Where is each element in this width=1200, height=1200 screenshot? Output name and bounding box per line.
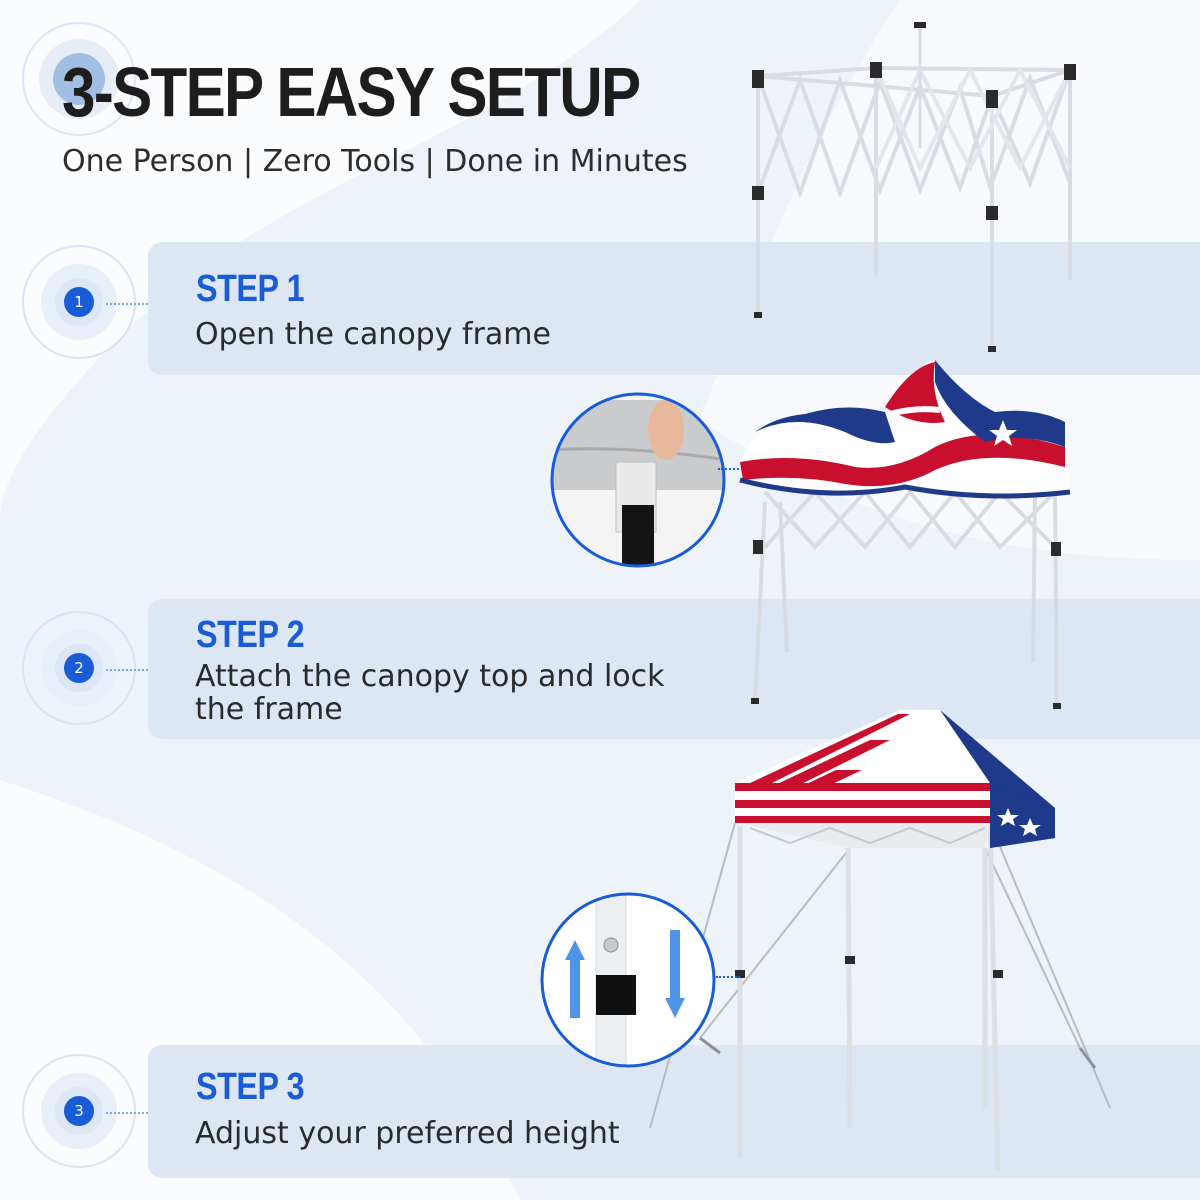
step-3-number: 3	[64, 1096, 94, 1126]
flag-canopy-illustration-icon	[739, 360, 1071, 709]
page-title: 3-STEP EASY SETUP	[62, 53, 641, 131]
finished-canopy-illustration-icon	[649, 710, 1111, 1171]
title-decoration-icon	[22, 22, 136, 136]
height-adjust-zoom-icon	[540, 892, 716, 1068]
step-2-connector	[106, 669, 148, 671]
step-3-bullet: 3	[20, 1052, 138, 1170]
step-1-label: STEP 1	[196, 268, 305, 310]
step-1-connector	[106, 303, 148, 305]
step-1-bullet: 1	[20, 243, 138, 361]
step-2-number: 2	[64, 653, 94, 683]
step-2-label: STEP 2	[196, 614, 305, 656]
step-2-bullet: 2	[20, 609, 138, 727]
step-1-number: 1	[64, 287, 94, 317]
step-1-description: Open the canopy frame	[195, 317, 551, 352]
velcro-strap-zoom-icon	[550, 392, 726, 568]
step-2-panel	[148, 599, 1200, 739]
step-3-description: Adjust your preferred height	[195, 1116, 620, 1151]
step-3-label: STEP 3	[196, 1066, 305, 1108]
step-3-panel	[148, 1045, 1200, 1178]
page-subtitle: One Person | Zero Tools | Done in Minute…	[62, 144, 688, 179]
step-1-panel	[148, 242, 1200, 375]
step-3-connector	[106, 1112, 148, 1114]
height-zoom-connector	[716, 976, 740, 978]
step-2-description: Attach the canopy top and lock the frame	[195, 659, 665, 727]
velcro-zoom-connector	[718, 468, 758, 470]
frame-illustration-icon	[752, 22, 1076, 352]
